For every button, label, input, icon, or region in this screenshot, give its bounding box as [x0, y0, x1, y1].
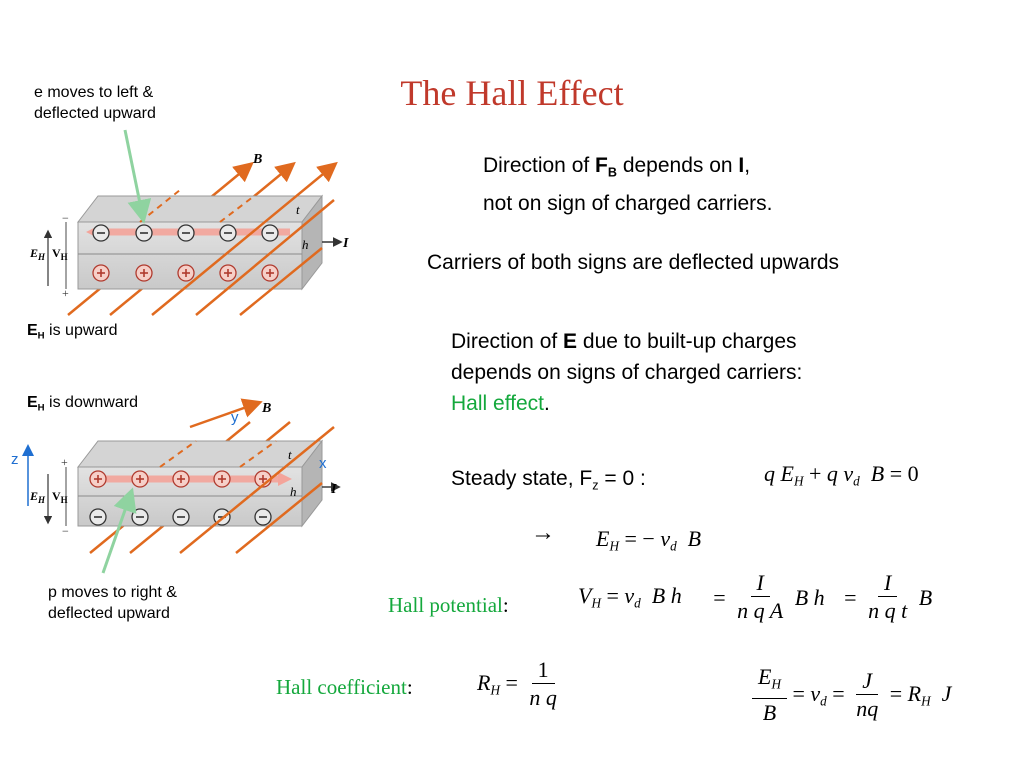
caption-line: deflected upward	[48, 605, 170, 622]
top-slab-figure: B I h t − + VH EH	[29, 129, 349, 316]
minus-mark: −	[62, 211, 69, 225]
bottom-slab-figure: B I h t + − VH EH	[22, 398, 341, 574]
axis-y-label: y	[231, 409, 239, 426]
b-field-line	[179, 426, 335, 554]
caption-line: deflected upward	[34, 105, 156, 122]
hall-figures: B I h t − + VH EH	[22, 129, 349, 574]
steady-state-text: Steady state, Fz = 0 :	[451, 467, 646, 493]
plus-mark: +	[62, 286, 69, 300]
carriers-text: Carriers of both signs are deflected upw…	[427, 251, 840, 274]
electron-pointer	[123, 129, 152, 224]
b-field-hidden	[139, 189, 181, 223]
b-field-line	[235, 482, 323, 554]
minus-mark: −	[62, 524, 69, 538]
hall-effect-term: Hall effect	[451, 392, 544, 415]
slab-top-face	[76, 440, 324, 468]
hall-potential-label: Hall potential:	[388, 593, 509, 617]
drift-arrow-head	[278, 472, 292, 486]
plus-mark: +	[61, 455, 68, 469]
eh-equation: EH = − vd B	[596, 526, 702, 554]
implies-arrow: →	[531, 520, 555, 546]
label-h: h	[290, 484, 297, 499]
b-field-line	[195, 199, 335, 316]
caption-line: p moves to right &	[48, 584, 177, 601]
label-I: I	[342, 236, 349, 251]
label-t: t	[288, 447, 292, 462]
caption-eh-downward: EH is downward	[27, 394, 138, 414]
page-title: The Hall Effect	[400, 73, 624, 113]
label-h: h	[302, 237, 309, 252]
label-EH: EH	[29, 246, 46, 262]
b-field-line	[189, 398, 263, 429]
hall-coefficient-label: Hall coefficient:	[276, 675, 413, 699]
steady-state-equation: q EH + q vd B = 0	[764, 461, 919, 489]
label-t: t	[296, 202, 300, 217]
label-VH: VH	[52, 489, 68, 505]
label-EH: EH	[29, 489, 46, 505]
b-field-hidden	[159, 440, 197, 468]
slab-top-face	[76, 195, 324, 223]
caption-line: e moves to left &	[34, 84, 154, 101]
caption-proton: p moves to right & deflected upward	[48, 582, 177, 624]
proton-pointer	[101, 487, 137, 574]
label-VH: VH	[52, 246, 68, 262]
axis-z-label: z	[11, 451, 19, 468]
fb-direction-text: Direction of FB depends on I, not on sig…	[483, 154, 773, 216]
label-B: B	[252, 152, 262, 167]
b-field-hidden	[239, 440, 277, 468]
b-field-hidden	[219, 189, 263, 223]
caption-eh-upward: EH is upward	[27, 322, 118, 342]
axis-x-label: x	[319, 455, 327, 472]
b-field-line	[151, 161, 338, 316]
b-field-line	[239, 247, 323, 316]
caption-electron: e moves to left & deflected upward	[34, 82, 156, 124]
e-direction-text: Direction of E due to built-up charges d…	[451, 330, 803, 415]
label-B: B	[261, 401, 271, 416]
label-I: I	[330, 482, 337, 497]
